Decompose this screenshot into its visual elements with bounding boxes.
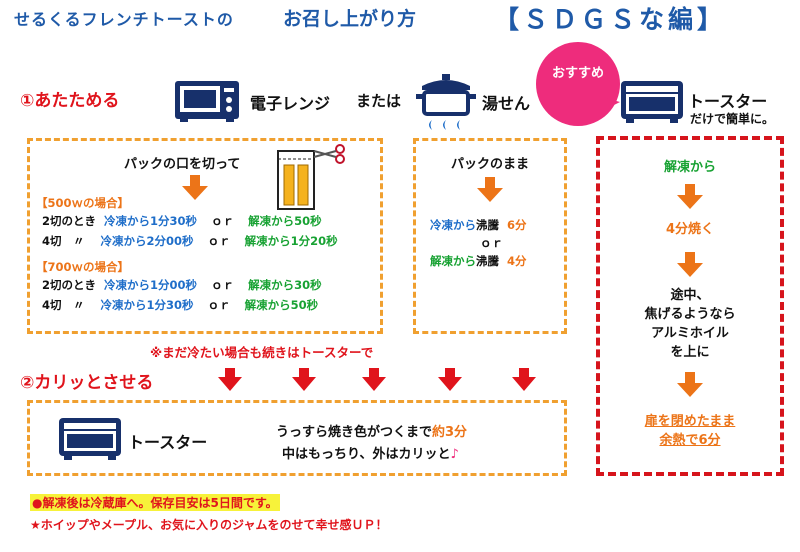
toaster-note: だけで簡単に。 <box>690 112 775 126</box>
frozen-time: 冷凍から2分00秒 <box>100 234 194 248</box>
red-arrow-row <box>218 368 548 394</box>
toaster-step-residual: 扉を閉めたまま 余熱で6分 <box>600 412 780 450</box>
music-note-icon: ♪ <box>450 447 459 462</box>
recommend-badge <box>536 42 620 126</box>
thawed-time: 解凍から30秒 <box>248 278 322 292</box>
cold-note: ※まだ冷たい場合も続きはトースターで <box>150 345 374 360</box>
cut-label: 4切 〃 <box>42 298 85 312</box>
boil-thawed-time: 4分 <box>507 254 527 268</box>
toaster-step-foil: 途中、 焦げるようなら アルミホイル を上に <box>600 286 780 362</box>
foil-line: 焦げるようなら <box>644 307 736 322</box>
microwave-box: パックの口を切って 【500ｗの場合】 2切のとき 冷凍から1分30秒 ｏｒ 解… <box>27 138 383 334</box>
toaster-label: トースター <box>688 92 768 111</box>
close-door-text: 扉を閉めたまま <box>644 414 736 429</box>
crisp-line1-text: うっすら焼き色がつくまで <box>276 425 433 440</box>
boil-box: パックのまま 冷凍から沸騰 6分 ｏｒ 解凍から沸騰 4分 <box>413 138 567 334</box>
rows-700w: 2切のとき 冷凍から1分00秒 ｏｒ 解凍から30秒 4切 〃 冷凍から1分30… <box>42 277 382 317</box>
foil-line: アルミホイル <box>651 326 729 341</box>
toaster-icon <box>58 417 122 465</box>
foil-line: 途中、 <box>670 288 710 303</box>
or-label: または <box>356 92 402 110</box>
crisp-toaster-label: トースター <box>128 433 208 452</box>
cut-label: 2切のとき <box>42 278 97 292</box>
red-down-arrow-icon <box>438 368 462 391</box>
boil-thawed-boil: 沸騰 <box>476 254 499 268</box>
section-700w: 【700ｗの場合】 <box>36 260 130 274</box>
thawed-time: 解凍から50秒 <box>248 214 322 228</box>
boil-instruction: パックのまま <box>450 157 529 172</box>
badge-tail <box>598 96 620 110</box>
residual-time-text: で6分 <box>685 433 721 448</box>
down-arrow-icon <box>677 184 703 209</box>
toaster-step-thaw: 解凍から <box>663 160 716 175</box>
crisp-line1: うっすら焼き色がつくまで約3分 <box>276 421 467 440</box>
crisp-box: トースター うっすら焼き色がつくまで約3分 中はもっちり、外はカリッと♪ <box>27 400 567 476</box>
toaster-icon <box>620 80 684 128</box>
title-brand: せるくるフレンチトーストの <box>14 10 234 29</box>
boil-thawed-label: 解凍から <box>430 254 476 268</box>
pack-icon <box>276 145 346 215</box>
red-down-arrow-icon <box>218 368 242 391</box>
boil-frozen-label: 冷凍から <box>430 218 476 232</box>
or-text: ｏｒ <box>207 234 231 248</box>
foil-line: を上に <box>670 345 710 360</box>
step2-label: ②カリッとさせる <box>20 373 154 393</box>
red-down-arrow-icon <box>292 368 316 391</box>
down-arrow-icon <box>182 175 208 200</box>
red-down-arrow-icon <box>512 368 536 391</box>
or-text: ｏｒ <box>207 298 231 312</box>
thawed-time: 解凍から1分20秒 <box>244 234 338 248</box>
microwave-instruction: パックの口を切って <box>124 157 241 172</box>
down-arrow-icon <box>677 372 703 397</box>
boil-label: 湯せん <box>482 94 531 113</box>
crisp-time: 約3分 <box>432 425 468 440</box>
frozen-time: 冷凍から1分30秒 <box>100 298 194 312</box>
toaster-box: 解凍から 4分焼く 途中、 焦げるようなら アルミホイル を上に 扉を閉めたまま… <box>596 136 784 476</box>
recommend-badge-text: おすすめ <box>551 66 604 81</box>
down-arrow-icon <box>677 252 703 277</box>
thawed-time: 解凍から50秒 <box>244 298 319 312</box>
boil-thawed-row: 解凍から沸騰 4分 <box>430 253 527 269</box>
title-how-to-eat: お召し上がり方 <box>283 8 417 30</box>
scissors-icon <box>312 143 346 169</box>
red-down-arrow-icon <box>362 368 386 391</box>
rows-500w: 2切のとき 冷凍から1分30秒 ｏｒ 解凍から50秒 4切 〃 冷凍から2分00… <box>42 213 382 253</box>
residual-heat-text: 余熱 <box>659 433 686 448</box>
pot-icon <box>414 72 478 136</box>
section-500w: 【500ｗの場合】 <box>36 196 130 210</box>
boil-frozen-time: 6分 <box>507 218 527 232</box>
boil-frozen-boil: 沸騰 <box>476 218 499 232</box>
crisp-line2-text: 中はもっちり、外はカリッと <box>282 447 451 462</box>
storage-note: ●解凍後は冷蔵庫へ。保存目安は5日間です。 <box>30 494 280 511</box>
boil-frozen-row: 冷凍から沸騰 6分 <box>430 217 527 233</box>
cut-label: 2切のとき <box>42 214 97 228</box>
or-text: ｏｒ <box>211 278 235 292</box>
step1-label: ①あたためる <box>20 91 120 111</box>
title-sdgs: 【ＳＤＧＳな編】 <box>494 5 727 34</box>
frozen-time: 冷凍から1分30秒 <box>104 214 198 228</box>
down-arrow-icon <box>477 177 503 202</box>
microwave-icon <box>174 80 240 126</box>
toaster-step-bake: 4分焼く <box>665 222 715 237</box>
crisp-line2: 中はもっちり、外はカリッと♪ <box>282 443 459 462</box>
boil-or: ｏｒ <box>480 236 503 250</box>
frozen-time: 冷凍から1分00秒 <box>104 278 198 292</box>
microwave-label: 電子レンジ <box>250 94 331 113</box>
topping-note: ★ホイップやメープル、お気に入りのジャムをのせて幸せ感ＵＰ！ <box>30 518 388 532</box>
or-text: ｏｒ <box>211 214 235 228</box>
cut-label: 4切 〃 <box>42 234 85 248</box>
